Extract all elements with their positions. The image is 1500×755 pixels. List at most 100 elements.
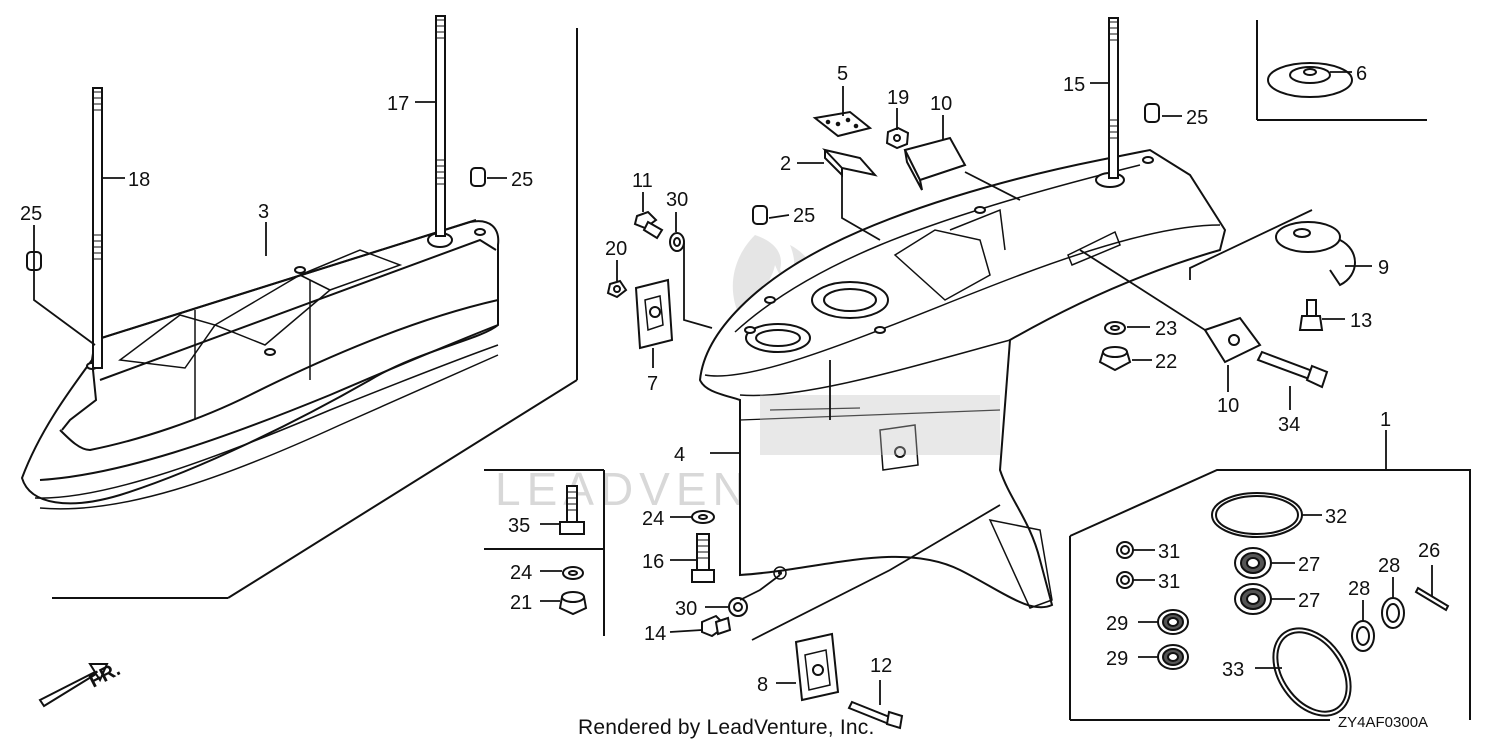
anode-10-upper <box>903 136 967 191</box>
callout-28a: 28 <box>1348 578 1370 600</box>
gear-case-upper <box>20 219 500 510</box>
callout-10-upper: 10 <box>930 93 952 115</box>
callout-26: 26 <box>1418 540 1440 562</box>
callout-31a: 31 <box>1158 541 1180 563</box>
callout-14: 14 <box>644 623 666 645</box>
seal-28b <box>1381 597 1405 629</box>
callout-24-center: 24 <box>642 508 664 530</box>
callout-3: 3 <box>258 201 269 223</box>
callout-13: 13 <box>1350 310 1372 332</box>
callout-29a: 29 <box>1106 613 1128 635</box>
callout-8: 8 <box>757 674 768 696</box>
callout-17: 17 <box>387 93 409 115</box>
stud-18 <box>92 87 103 369</box>
callout-1: 1 <box>1380 409 1391 431</box>
washer-24-box <box>562 566 584 580</box>
callout-25a: 25 <box>511 169 533 191</box>
bearing-27a <box>1234 547 1272 579</box>
bearing-29b <box>1157 644 1189 670</box>
callout-25b: 25 <box>20 203 42 225</box>
left-group-frame <box>52 28 578 599</box>
callout-30-upper: 30 <box>666 189 688 211</box>
callout-25c: 25 <box>1186 107 1208 129</box>
bearing-27b <box>1234 583 1272 615</box>
washer-30-upper <box>669 232 685 252</box>
callout-27a: 27 <box>1298 554 1320 576</box>
callout-30-lower: 30 <box>675 598 697 620</box>
o-ring-33 <box>1272 627 1352 717</box>
callout-24-box: 24 <box>510 562 532 584</box>
shading <box>760 395 1000 455</box>
callout-23: 23 <box>1155 318 1177 340</box>
sub-box-frame <box>484 469 605 636</box>
callout-34: 34 <box>1278 414 1300 436</box>
pin-26 <box>1414 586 1450 612</box>
callout-31b: 31 <box>1158 571 1180 593</box>
washer-23 <box>1104 321 1126 335</box>
callout-29b: 29 <box>1106 648 1128 670</box>
callout-25d: 25 <box>793 205 815 227</box>
o-ring-32 <box>1211 492 1303 538</box>
bolt-34 <box>1256 350 1329 389</box>
diagram-code: ZY4AF0300A <box>1338 714 1429 731</box>
callout-32: 32 <box>1325 506 1347 528</box>
callout-27b: 27 <box>1298 590 1320 612</box>
cap-9 <box>1275 221 1356 287</box>
washer-31a <box>1116 541 1134 559</box>
callout-11: 11 <box>632 170 653 192</box>
callout-33: 33 <box>1222 659 1244 681</box>
bolt-35 <box>559 485 585 535</box>
washer-24-center <box>691 510 715 524</box>
nut-21 <box>558 591 588 616</box>
nut-22 <box>1098 346 1132 372</box>
callout-28b: 28 <box>1378 555 1400 577</box>
grommet-5 <box>812 110 873 138</box>
callout-22: 22 <box>1155 351 1177 373</box>
nut-19 <box>885 126 910 150</box>
cap-6-frame <box>1256 20 1427 121</box>
callout-labels: 17 18 25 25 3 5 2 19 10 15 25 6 9 13 23 … <box>20 63 1440 696</box>
callout-21: 21 <box>510 592 532 614</box>
callout-10-lower: 10 <box>1217 395 1239 417</box>
callout-12: 12 <box>870 655 892 677</box>
dowel-pin-25-center <box>752 205 768 225</box>
washer-30-lower <box>728 597 748 617</box>
callout-19: 19 <box>887 87 909 109</box>
gear-case-lower <box>698 148 1227 609</box>
nut-20 <box>606 279 628 299</box>
callout-6: 6 <box>1356 63 1367 85</box>
callout-18: 18 <box>128 169 150 191</box>
plug-13 <box>1298 299 1324 331</box>
bearing-29a <box>1157 609 1189 635</box>
callout-16: 16 <box>642 551 664 573</box>
callout-20: 20 <box>605 238 627 260</box>
bolt-14 <box>701 614 732 638</box>
callout-7: 7 <box>647 373 658 395</box>
callout-4: 4 <box>674 444 685 466</box>
anode-10-lower <box>1203 316 1262 364</box>
seal-2 <box>822 148 878 178</box>
seal-28a <box>1351 620 1375 652</box>
bolt-12 <box>847 700 904 730</box>
kit-1-frame <box>1069 469 1471 721</box>
washer-31b <box>1116 571 1134 589</box>
cap-6 <box>1267 62 1353 98</box>
leader-lines <box>33 71 1433 705</box>
dowel-pin-25-right <box>1144 103 1160 123</box>
stud-15 <box>1108 17 1119 179</box>
front-direction-arrow-icon: FR. <box>38 658 124 708</box>
callout-5: 5 <box>837 63 848 85</box>
callout-35: 35 <box>508 515 530 537</box>
callout-15: 15 <box>1063 74 1085 96</box>
footer-credit: Rendered by LeadVenture, Inc. <box>578 716 875 739</box>
grommet-7 <box>634 278 674 350</box>
callout-2: 2 <box>780 153 791 175</box>
bolt-11 <box>633 210 664 240</box>
stud-17 <box>435 15 446 237</box>
callout-9: 9 <box>1378 257 1389 279</box>
bolt-16 <box>691 533 715 583</box>
dowel-pin-25-upper <box>470 167 486 187</box>
grommet-8 <box>794 632 840 702</box>
